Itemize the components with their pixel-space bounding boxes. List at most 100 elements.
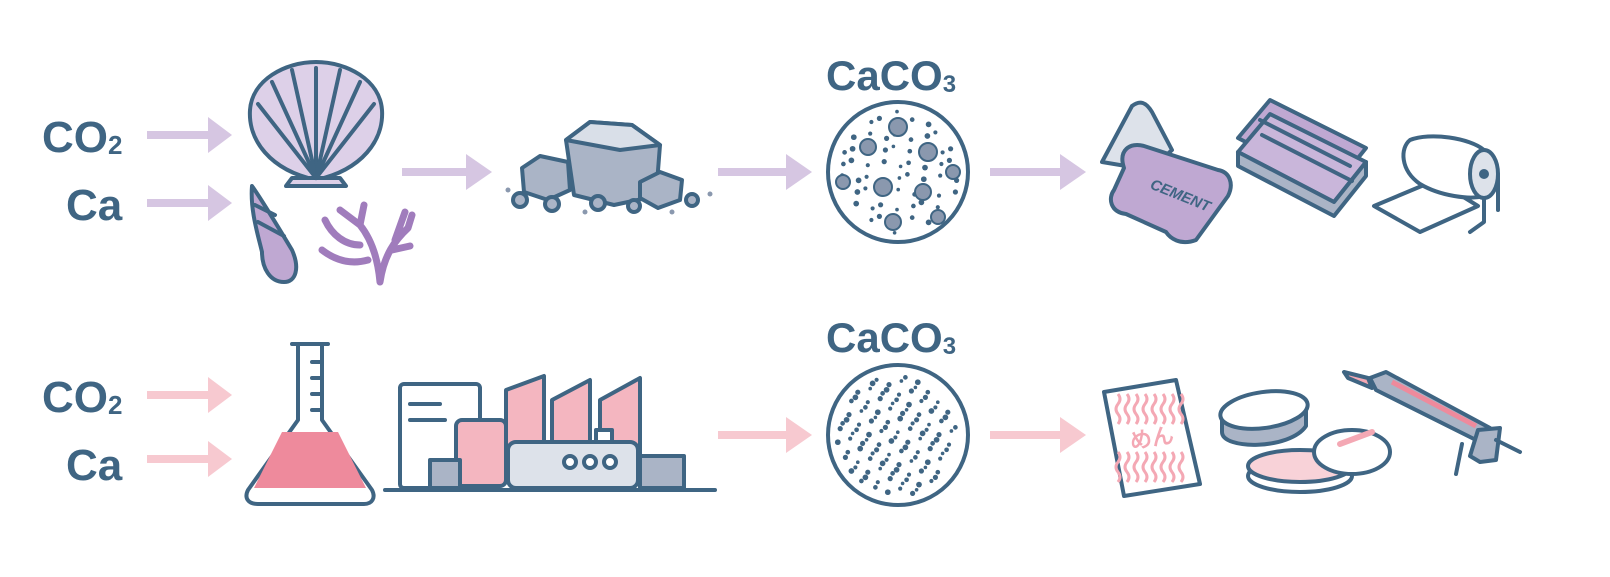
particle-dot xyxy=(878,466,883,471)
particle-dot xyxy=(938,173,943,178)
particle-dot xyxy=(899,379,904,383)
particle-dot xyxy=(908,137,914,142)
particle-dot xyxy=(907,426,913,431)
particle-dot xyxy=(948,146,954,152)
noodle-wave xyxy=(1168,451,1176,483)
particle-dot xyxy=(849,145,856,152)
arrow-icon xyxy=(718,417,812,453)
ca-label: Ca xyxy=(66,441,123,490)
particle-dot xyxy=(935,469,941,475)
particle-dot xyxy=(916,481,922,488)
arrow-icon xyxy=(718,154,812,190)
particle-dot xyxy=(946,157,953,163)
particle-chunk xyxy=(918,142,938,162)
particle-dot xyxy=(903,375,908,380)
particle-dot xyxy=(924,133,931,139)
particle-dot xyxy=(942,414,949,421)
caco3-label: CaCO3 xyxy=(826,52,956,99)
particle-dot xyxy=(914,417,920,423)
particle-dot xyxy=(915,450,920,455)
particle-dot xyxy=(873,415,878,420)
particle-dot xyxy=(853,200,860,207)
erlenmeyer-flask-icon xyxy=(244,342,376,506)
caco3-label: CaCO3 xyxy=(826,314,956,361)
noodle-wave xyxy=(1150,393,1158,425)
particle-dot xyxy=(884,489,891,496)
arrow-icon xyxy=(147,185,232,221)
particle-dot xyxy=(925,389,931,395)
particle-dot xyxy=(940,451,945,456)
coral-icon xyxy=(318,201,416,286)
particle-dot xyxy=(852,394,859,401)
particle-dot xyxy=(919,398,924,404)
arrow-icon xyxy=(147,377,232,413)
particle-dot xyxy=(936,193,942,198)
particle-dot xyxy=(900,410,906,416)
particle-dot xyxy=(869,217,874,223)
steel-beams-icon xyxy=(1236,98,1368,218)
particle-dot xyxy=(916,412,922,417)
particle-dot xyxy=(896,187,901,192)
particle-dot xyxy=(945,409,951,415)
particle-chunk xyxy=(945,164,961,180)
particle-dot xyxy=(868,131,873,136)
particle-dot xyxy=(869,119,874,125)
particle-chunk xyxy=(859,138,877,156)
particle-dot xyxy=(932,474,939,480)
particle-dot xyxy=(856,422,862,427)
particle-dot xyxy=(895,430,900,435)
particle-dot xyxy=(935,205,940,210)
particle-dot xyxy=(938,456,943,461)
particle-dot xyxy=(874,377,879,382)
particle-dot xyxy=(855,460,860,465)
particle-dot xyxy=(886,382,892,388)
particle-dot xyxy=(837,426,843,432)
particle-dot xyxy=(936,432,942,438)
particle-dot xyxy=(909,117,915,122)
cement-bag-icon: CEMENT xyxy=(1100,100,1233,245)
particle-dot xyxy=(913,455,918,460)
particle-dot xyxy=(890,401,895,406)
particle-dot xyxy=(888,406,893,411)
particle-dot xyxy=(920,176,927,183)
particle-dot xyxy=(854,427,859,433)
particle-dot xyxy=(893,466,900,473)
particle-dot xyxy=(891,144,896,149)
particle-dot xyxy=(907,148,913,154)
particle-dot xyxy=(850,134,857,141)
conch-shell-icon xyxy=(249,184,299,284)
particle-dot xyxy=(882,147,889,153)
noodle-wave xyxy=(1159,451,1167,483)
particle-dot xyxy=(855,389,861,395)
particle-dot xyxy=(859,409,864,413)
particle-dot xyxy=(933,130,938,135)
particle-dot xyxy=(840,421,845,426)
particle-dot xyxy=(949,429,954,433)
particle-dot xyxy=(882,424,889,430)
particle-dot xyxy=(898,164,903,169)
particle-dot xyxy=(853,465,858,470)
particle-dot xyxy=(939,418,944,424)
particle-dot xyxy=(922,164,928,171)
particle-dot xyxy=(908,388,915,394)
particle-dot xyxy=(864,437,869,442)
particle-dot xyxy=(924,459,931,466)
particle-dot xyxy=(879,428,884,434)
particle-dot xyxy=(845,449,851,455)
arrow-icon xyxy=(402,154,492,190)
particle-dot xyxy=(927,446,933,452)
noodle-wave xyxy=(1159,393,1167,425)
particle-dot xyxy=(904,477,909,483)
particle-dot xyxy=(935,400,940,405)
synthetic-row: CO2 Ca CaCO3 xyxy=(42,314,1522,507)
particle-dot xyxy=(875,480,880,485)
particle-dot xyxy=(925,121,932,128)
co2-label: CO2 xyxy=(42,373,122,422)
particle-dot xyxy=(887,452,891,457)
particle-dot xyxy=(914,487,919,492)
particle-dot xyxy=(885,419,891,425)
scallop-shell-icon xyxy=(247,60,385,188)
particle-dot xyxy=(864,174,869,179)
particle-dot xyxy=(865,469,871,475)
arrow-icon xyxy=(147,441,232,477)
